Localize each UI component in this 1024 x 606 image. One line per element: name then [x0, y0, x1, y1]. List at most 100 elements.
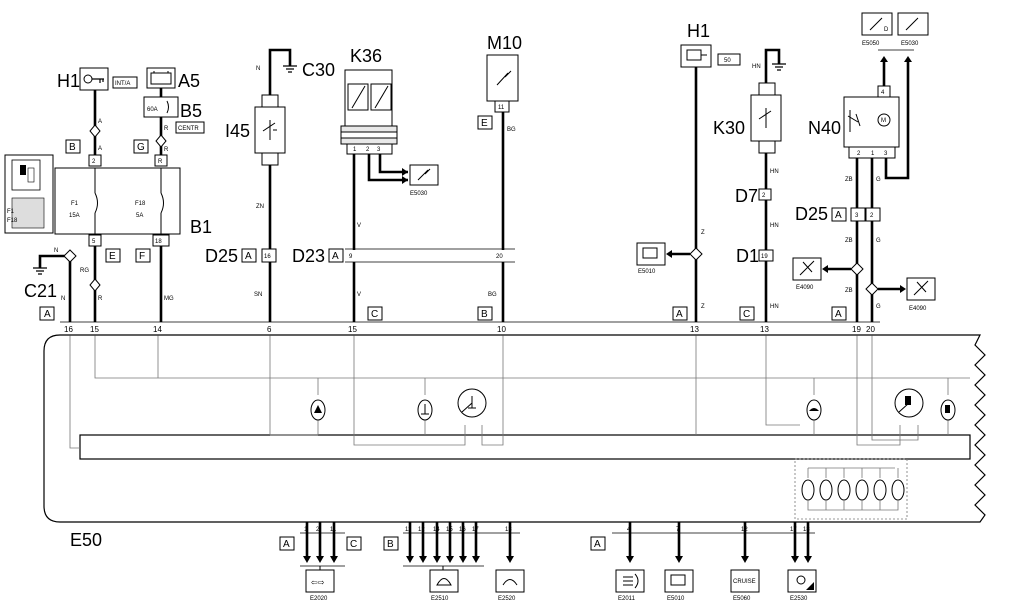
n40-fuel-level-unit: N40 M 2 1 3 4 — [808, 85, 900, 159]
svg-text:MG: MG — [164, 296, 174, 302]
svg-text:F18: F18 — [7, 218, 18, 224]
svg-text:C30: C30 — [302, 60, 335, 80]
svg-text:E2530: E2530 — [790, 596, 808, 602]
svg-text:N40: N40 — [808, 118, 841, 138]
svg-text:A: A — [44, 309, 51, 320]
svg-text:5A: 5A — [136, 213, 143, 219]
svg-text:2: 2 — [870, 213, 874, 219]
svg-text:B: B — [481, 309, 488, 320]
svg-text:A: A — [245, 251, 252, 262]
coolant-lamp-icon — [417, 399, 433, 421]
svg-text:A: A — [332, 251, 339, 262]
svg-text:E: E — [109, 251, 116, 262]
svg-text:Z: Z — [701, 304, 705, 310]
svg-text:B: B — [69, 142, 76, 153]
svg-text:N: N — [61, 296, 65, 302]
svg-text:E2011: E2011 — [618, 596, 636, 602]
svg-text:INT/A: INT/A — [115, 81, 130, 87]
svg-text:2: 2 — [857, 151, 861, 157]
svg-text:K36: K36 — [350, 46, 382, 66]
svg-text:60A: 60A — [147, 107, 158, 113]
svg-text:15: 15 — [348, 325, 357, 334]
svg-text:1: 1 — [353, 147, 357, 153]
svg-text:R: R — [158, 159, 163, 165]
svg-text:B: B — [387, 539, 394, 550]
svg-text:2: 2 — [92, 159, 96, 165]
svg-text:G: G — [876, 304, 881, 310]
svg-text:A: A — [283, 539, 290, 550]
svg-text:9: 9 — [349, 254, 353, 260]
e4090-reference-left: E4090 — [792, 257, 822, 291]
svg-text:V: V — [357, 292, 361, 298]
svg-text:2: 2 — [366, 147, 370, 153]
svg-text:2: 2 — [762, 193, 766, 199]
svg-text:ZN: ZN — [256, 204, 264, 210]
svg-text:12: 12 — [418, 527, 425, 533]
coolant-temperature-gauge-icon — [457, 388, 487, 418]
b1-fuse-box: F1 15A F18 5A B1 — [54, 167, 212, 237]
battery-icon — [150, 71, 172, 85]
svg-text:R: R — [164, 126, 169, 132]
svg-text:6: 6 — [267, 325, 272, 334]
svg-text:HN: HN — [752, 64, 761, 70]
svg-text:RG: RG — [80, 268, 89, 274]
c21-ground: N N C21 — [24, 248, 77, 322]
e50-top-connector: A 16 15 14 6 C 15 B 10 A 13 C 13 A 19 20 — [39, 306, 880, 336]
illumination-lamp-bank — [794, 458, 908, 520]
svg-text:BG: BG — [488, 292, 497, 298]
k30-switch: K30 — [713, 82, 782, 154]
svg-text:CRUISE: CRUISE — [733, 579, 756, 585]
c30-ground: C30 N — [256, 48, 335, 95]
e50-bus-bar — [79, 434, 971, 460]
svg-text:B1: B1 — [190, 217, 212, 237]
svg-text:E2520: E2520 — [498, 596, 516, 602]
svg-text:15A: 15A — [69, 213, 80, 219]
svg-text:⇦⇨: ⇦⇨ — [311, 578, 325, 587]
k30-ground: HN — [752, 48, 786, 95]
svg-text:C21: C21 — [24, 281, 57, 301]
fuse-box-location-inset: F1 F18 — [4, 154, 54, 234]
svg-text:HN: HN — [770, 169, 779, 175]
svg-text:F: F — [139, 251, 145, 262]
svg-text:13: 13 — [690, 325, 699, 334]
svg-text:E4090: E4090 — [909, 306, 927, 312]
svg-text:R: R — [164, 147, 169, 153]
svg-text:3: 3 — [855, 213, 859, 219]
svg-text:2: 2 — [316, 527, 320, 533]
svg-text:Z: Z — [701, 230, 705, 236]
svg-text:C: C — [350, 539, 357, 550]
svg-text:A5: A5 — [178, 71, 200, 91]
svg-text:E5060: E5060 — [733, 596, 751, 602]
svg-text:13: 13 — [760, 325, 769, 334]
svg-text:A: A — [676, 309, 683, 320]
svg-text:K30: K30 — [713, 118, 745, 138]
svg-text:A: A — [594, 539, 601, 550]
svg-text:50: 50 — [724, 58, 731, 64]
svg-text:E5010: E5010 — [638, 269, 656, 275]
svg-text:13: 13 — [505, 527, 512, 533]
svg-text:BG: BG — [507, 127, 516, 133]
svg-text:CENTR: CENTR — [178, 126, 199, 132]
svg-text:N: N — [256, 66, 260, 72]
bottom-connector-left: 1 2 11 A C ⇦⇨ E2020 — [279, 522, 362, 602]
svg-text:G: G — [876, 238, 881, 244]
e50-instrument-panel: E50 — [43, 334, 986, 550]
svg-text:D23: D23 — [292, 246, 325, 266]
svg-text:18: 18 — [155, 239, 162, 245]
svg-text:E2510: E2510 — [431, 596, 449, 602]
svg-text:SN: SN — [254, 292, 262, 298]
svg-text:20: 20 — [496, 254, 503, 260]
svg-text:ZB: ZB — [845, 238, 853, 244]
k36-relay: K36 1 2 3 — [340, 46, 398, 155]
svg-text:G: G — [876, 177, 881, 183]
svg-text:D7: D7 — [735, 186, 758, 206]
b5-fuse-box: 60A B5 CENTR — [143, 96, 205, 134]
svg-text:H1: H1 — [57, 71, 80, 91]
svg-text:HN: HN — [770, 223, 779, 229]
svg-text:E5030: E5030 — [410, 191, 428, 197]
svg-text:E: E — [481, 118, 488, 129]
svg-text:D25: D25 — [205, 246, 238, 266]
svg-text:D: D — [884, 27, 889, 33]
warning-lamp-icon — [310, 399, 326, 421]
svg-text:B5: B5 — [180, 101, 202, 121]
